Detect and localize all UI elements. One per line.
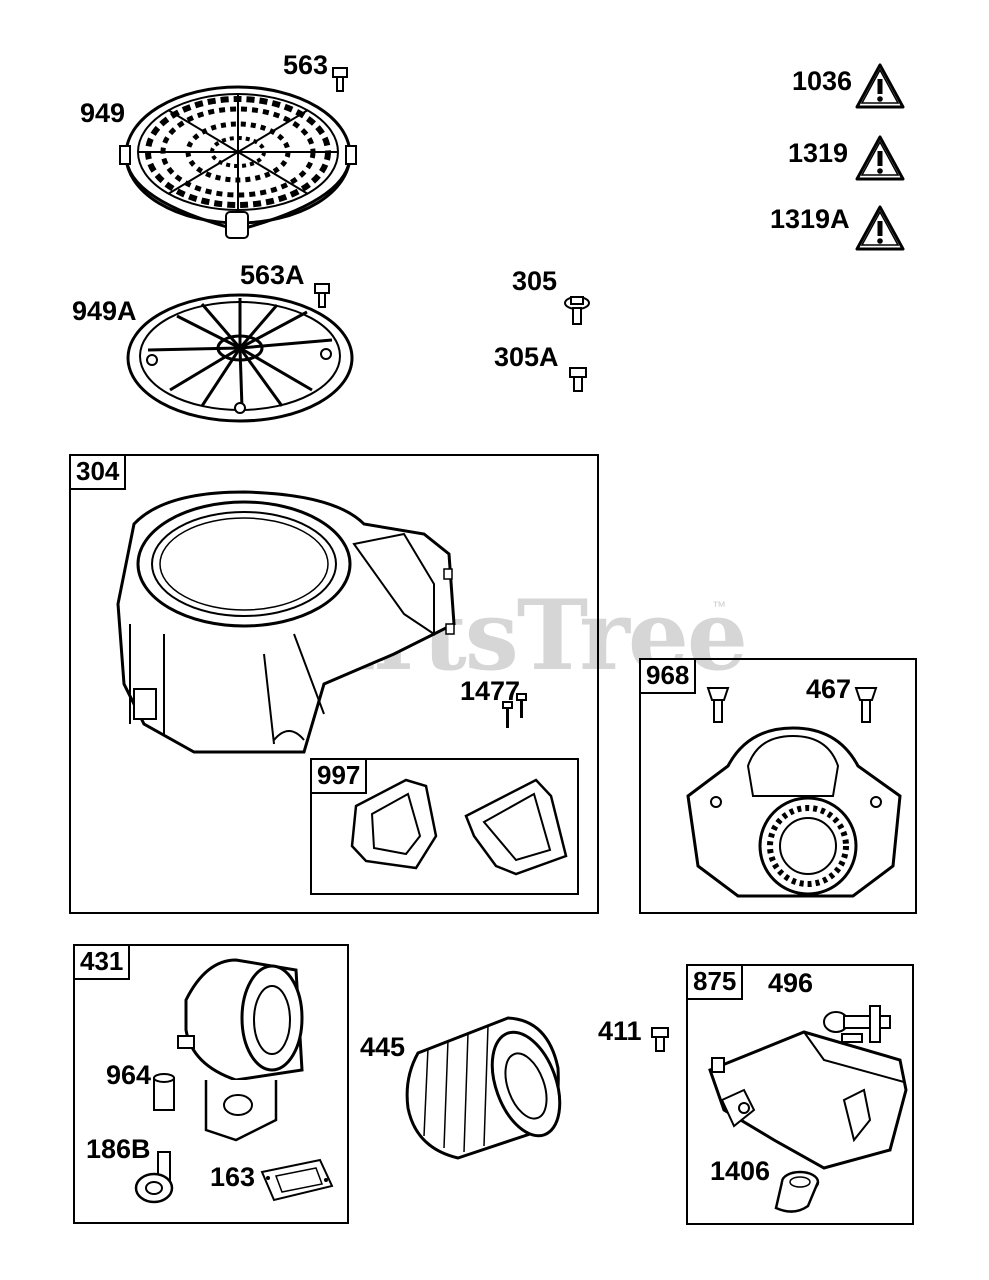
- warning-triangle-icon: [855, 205, 905, 251]
- elbow-1406-art: [774, 1170, 820, 1213]
- baffles-997-art: [350, 778, 568, 876]
- label-305a[interactable]: 305A: [494, 342, 559, 372]
- label-411[interactable]: 411: [598, 1016, 642, 1046]
- box-875: 875: [686, 964, 914, 1225]
- grille-949-art: [119, 85, 357, 239]
- knobs-467-art: [706, 687, 878, 723]
- box-997-label[interactable]: 997: [310, 758, 368, 794]
- fan-guard-949a-art: [126, 293, 354, 423]
- label-1036[interactable]: 1036: [792, 66, 853, 96]
- label-964[interactable]: 964: [106, 1060, 152, 1090]
- label-563[interactable]: 563: [283, 50, 329, 80]
- box-968-label[interactable]: 968: [639, 658, 697, 694]
- air-cleaner-base-431-art: [177, 958, 304, 1142]
- label-1319[interactable]: 1319: [788, 138, 849, 168]
- air-cleaner-cover-968-art: [686, 726, 902, 898]
- label-949[interactable]: 949: [80, 98, 126, 128]
- box-431: 431: [73, 944, 349, 1224]
- screw-563a-art: [314, 283, 330, 308]
- warning-triangle-icon: [855, 63, 905, 109]
- tube-964-art: [153, 1073, 175, 1111]
- label-445[interactable]: 445: [360, 1032, 406, 1062]
- screws-1477-art: [502, 693, 527, 728]
- watermark-trademark: ™: [712, 598, 726, 614]
- box-431-label[interactable]: 431: [73, 944, 131, 980]
- box-304-label[interactable]: 304: [69, 454, 127, 490]
- label-1406[interactable]: 1406: [710, 1156, 771, 1186]
- label-163[interactable]: 163: [210, 1162, 256, 1192]
- warning-triangle-icon: [855, 135, 905, 181]
- gasket-163-art: [260, 1158, 334, 1202]
- box-304: 304: [69, 454, 599, 914]
- label-1477[interactable]: 1477: [460, 676, 521, 706]
- screw-411-art: [651, 1027, 669, 1052]
- fitting-186b-art: [134, 1151, 174, 1204]
- bracket-875-art: [708, 1030, 908, 1170]
- screw-305a-art: [569, 367, 587, 392]
- box-968: 968: [639, 658, 917, 914]
- screw-563-art: [332, 67, 348, 92]
- blower-housing-304-art: [116, 490, 456, 754]
- label-186b[interactable]: 186B: [86, 1134, 151, 1164]
- box-997: 997: [310, 758, 579, 895]
- label-1319a[interactable]: 1319A: [770, 204, 850, 234]
- valve-496-art: [823, 1005, 891, 1043]
- label-467[interactable]: 467: [806, 674, 852, 704]
- filter-445-art: [405, 1016, 562, 1160]
- box-875-label[interactable]: 875: [686, 964, 744, 1000]
- screw-305-art: [564, 296, 590, 325]
- label-563a[interactable]: 563A: [240, 260, 305, 290]
- label-305[interactable]: 305: [512, 266, 558, 296]
- label-949a[interactable]: 949A: [72, 296, 137, 326]
- label-496[interactable]: 496: [768, 968, 814, 998]
